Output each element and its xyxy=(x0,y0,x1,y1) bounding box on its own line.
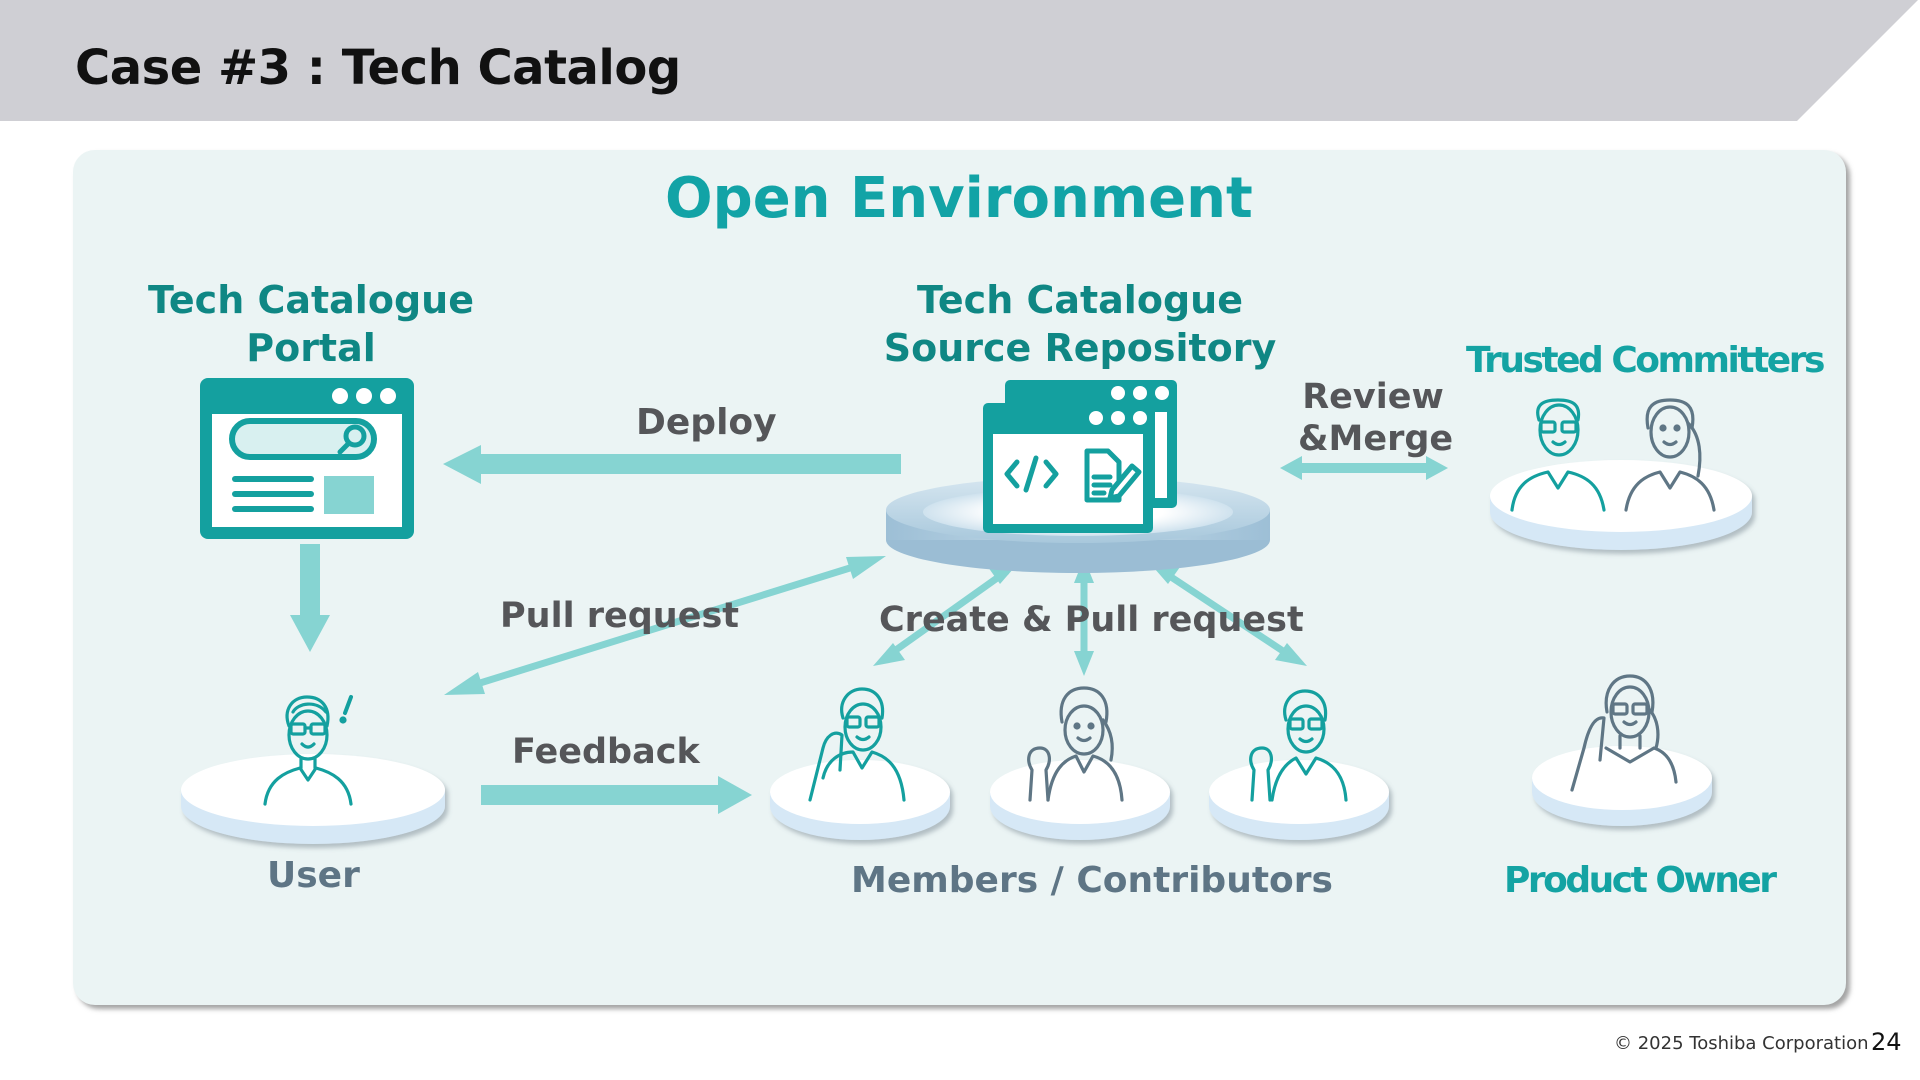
slide-title: Case #3 : Tech Catalog xyxy=(75,40,681,96)
review-label: Review xyxy=(1302,377,1444,417)
member-platform-2 xyxy=(990,760,1170,840)
portal-to-user-arrow xyxy=(290,544,330,652)
user-person-icon xyxy=(263,695,353,806)
repository-title-line1: Tech Catalogue xyxy=(917,278,1243,322)
pull-request-arrow xyxy=(444,556,886,695)
copyright-notice: © 2025 Toshiba Corporation xyxy=(1614,1033,1869,1054)
header-bar xyxy=(0,0,1918,121)
page-number: 24 xyxy=(1871,1028,1902,1056)
review-merge-arrow xyxy=(1280,456,1448,480)
deploy-label: Deploy xyxy=(636,402,777,443)
create-pull-request-label: Create & Pull request xyxy=(879,600,1304,640)
feedback-arrow xyxy=(481,776,752,814)
pull-request-label: Pull request xyxy=(500,596,740,636)
product-owner-label: Product Owner xyxy=(1504,860,1777,901)
member-person-icon-1 xyxy=(808,687,906,802)
diagram-heading: Open Environment xyxy=(665,166,1253,231)
member-platform-1 xyxy=(770,760,950,840)
committer-person-icon-1 xyxy=(1510,398,1606,512)
repository-title: Tech Catalogue Source Repository xyxy=(870,276,1290,372)
member-person-icon-3 xyxy=(1249,689,1348,802)
trusted-committers-label: Trusted Committers xyxy=(1466,340,1825,381)
portal-title-line2: Portal xyxy=(246,326,376,370)
document-edit-icon xyxy=(1084,448,1142,503)
repository-title-line2: Source Repository xyxy=(883,326,1277,370)
browser-search-icon xyxy=(200,378,414,539)
trusted-committers-platform xyxy=(1490,460,1752,550)
member-person-icon-2 xyxy=(1027,686,1124,802)
user-platform xyxy=(181,754,445,844)
code-document-windows-icon xyxy=(983,380,1177,533)
merge-label: &Merge xyxy=(1298,419,1454,459)
portal-title-line1: Tech Catalogue xyxy=(148,278,474,322)
review-merge-label: Review &Merge xyxy=(1298,376,1454,460)
open-environment-panel xyxy=(73,150,1846,1005)
code-icon xyxy=(1004,455,1059,493)
committer-person-icon-2 xyxy=(1624,398,1716,512)
product-owner-person-icon xyxy=(1570,674,1678,792)
user-label: User xyxy=(267,855,360,896)
feedback-label: Feedback xyxy=(512,732,700,772)
deploy-arrow xyxy=(443,445,901,484)
portal-title: Tech Catalogue Portal xyxy=(146,276,476,372)
member-platform-3 xyxy=(1209,760,1389,840)
members-contributors-label: Members / Contributors xyxy=(851,860,1333,901)
